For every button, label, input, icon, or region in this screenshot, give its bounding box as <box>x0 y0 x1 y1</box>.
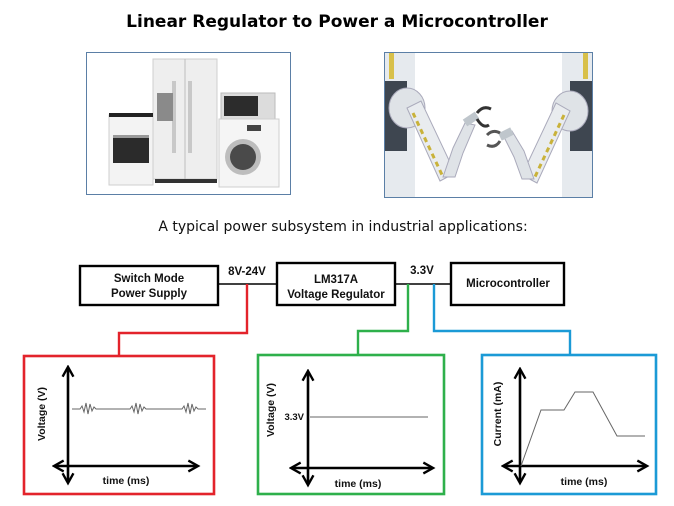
regulator-label-line2: Voltage Regulator <box>287 289 385 301</box>
subtitle: A typical power subsystem in industrial … <box>158 219 528 235</box>
current-panel: Current (mA) time (ms) <box>480 353 658 496</box>
x-axis-label: time (ms) <box>335 478 382 490</box>
regulated-voltage-panel: 3.3V Voltage (V) time (ms) <box>256 353 446 496</box>
x-axis-label: time (ms) <box>561 476 608 488</box>
appliances-image <box>86 52 291 195</box>
output-voltage-label: 3.3V <box>410 265 434 277</box>
level-tick-label: 3.3V <box>284 412 304 423</box>
smps-block: Switch Mode Power Supply <box>78 264 220 307</box>
red-connector <box>117 284 249 355</box>
robot-arms-image <box>384 52 593 198</box>
page-title: Linear Regulator to Power a Microcontrol… <box>126 12 548 32</box>
microcontroller-block: Microcontroller <box>449 261 566 307</box>
current-trace <box>520 391 645 467</box>
input-voltage-panel: Voltage (V) time (ms) <box>22 354 216 496</box>
noisy-voltage-trace <box>72 402 206 415</box>
x-axis-label: time (ms) <box>103 475 150 487</box>
smps-label-line1: Switch Mode <box>114 273 184 285</box>
y-axis-label: Current (mA) <box>492 382 504 447</box>
microcontroller-label: Microcontroller <box>466 278 550 290</box>
regulator-block: LM317A Voltage Regulator <box>275 261 397 307</box>
blue-connector <box>432 284 572 354</box>
input-voltage-label: 8V-24V <box>228 266 266 278</box>
green-connector <box>356 284 410 354</box>
regulator-label-line1: LM317A <box>314 274 358 286</box>
y-axis-label: Voltage (V) <box>36 387 48 441</box>
robot-arms-illustration <box>385 53 592 197</box>
smps-label-line2: Power Supply <box>111 288 188 300</box>
appliances-illustration <box>87 53 290 194</box>
y-axis-label: Voltage (V) <box>265 383 277 437</box>
